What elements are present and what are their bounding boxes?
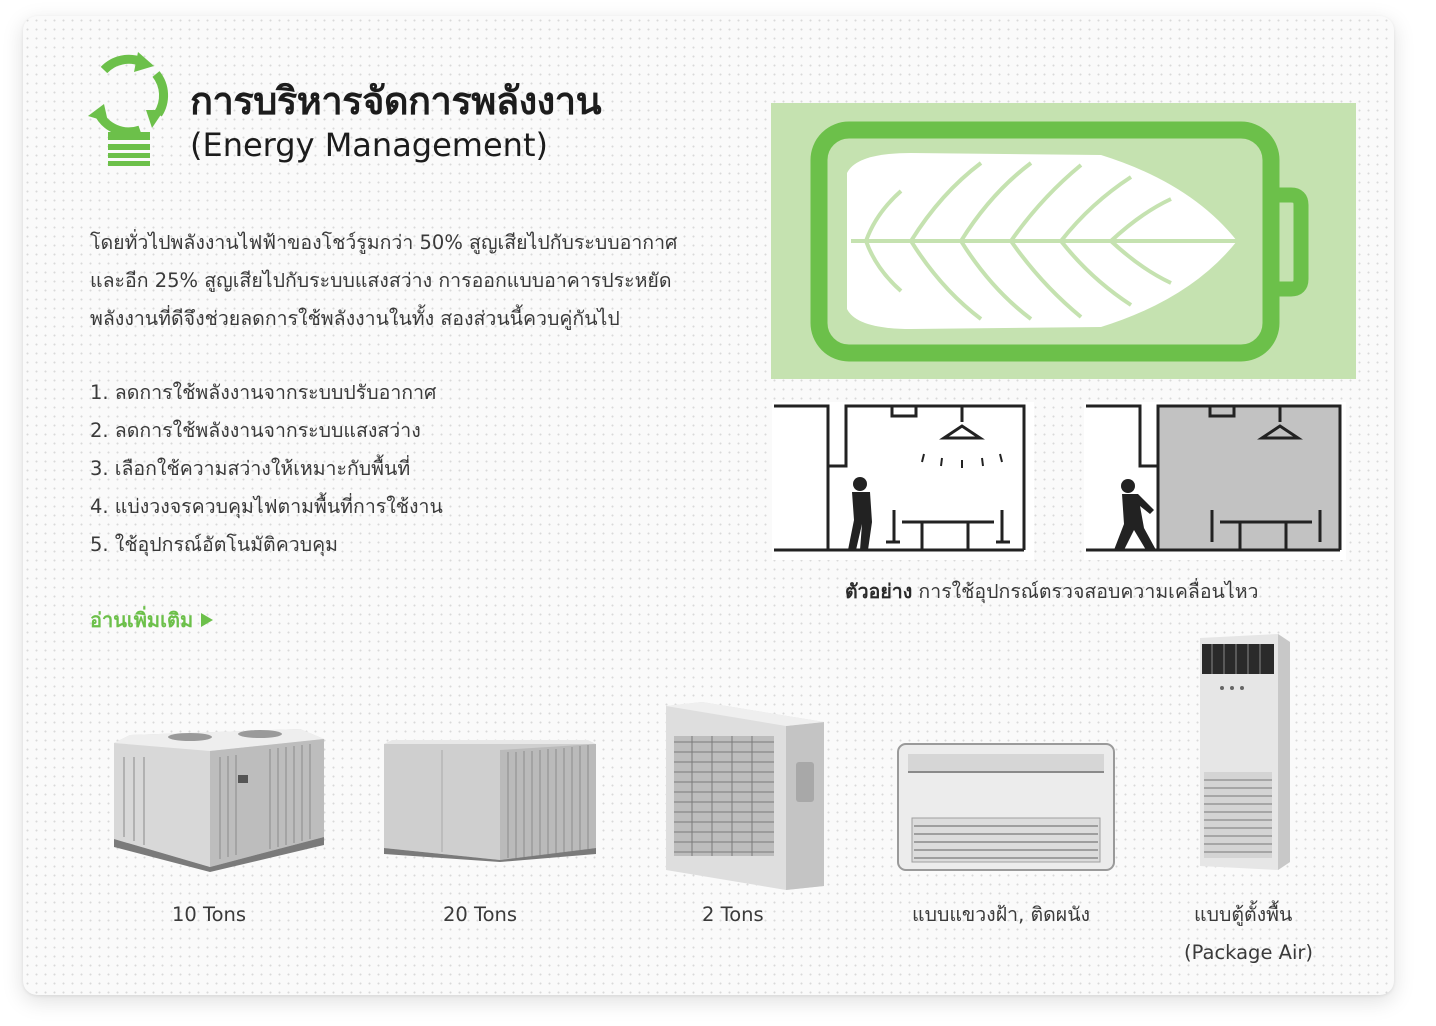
intro-paragraph: โดยทั่วไปพลังงานไฟฟ้าของโชว์รูมกว่า 50% …: [90, 224, 730, 338]
large-ac-unit-icon: [384, 740, 596, 862]
product-sublabel-package-air: (Package Air): [1184, 941, 1314, 964]
page-title: การบริหารจัดการพลังงาน: [190, 79, 602, 123]
product-image-2-tons: [662, 702, 826, 890]
page-subtitle: (Energy Management): [190, 126, 548, 164]
ceiling-wall-ac-icon: [897, 743, 1115, 871]
product-image-ceiling-wall: [896, 742, 1116, 872]
product-label-20-tons: 20 Tons: [443, 903, 518, 926]
floor-standing-ac-icon: [1200, 634, 1290, 870]
list-item: 3. เลือกใช้ความสว่างให้เหมาะกับพื้นที่: [90, 457, 411, 480]
recycle-lightbulb-icon: [88, 52, 169, 166]
list-item: 4. แบ่งวงจรควบคุมไฟตามพื้นที่การใช้งาน: [90, 495, 443, 518]
product-label-package-air: แบบตู้ตั้งพื้น: [1194, 903, 1293, 926]
list-item: 5. ใช้อุปกรณ์อัตโนมัติควบคุม: [90, 533, 338, 556]
leaf-battery-icon: [810, 121, 1309, 362]
split-ac-condenser-icon: [666, 702, 824, 890]
play-arrow-icon: [201, 613, 214, 627]
intro-line: และอีก 25% สูญเสียไปกับระบบแสงสว่าง การอ…: [90, 269, 672, 292]
rooftop-ac-unit-icon: [114, 729, 324, 872]
intro-line: โดยทั่วไปพลังงานไฟฟ้าของโชว์รูมกว่า 50% …: [90, 231, 678, 254]
read-more-link[interactable]: อ่านเพิ่มเติม: [90, 604, 214, 636]
product-image-10-tons: [110, 727, 326, 872]
product-image-20-tons: [382, 740, 598, 862]
product-label-2-tons: 2 Tons: [702, 903, 764, 926]
sensor-room-dark-icon: [1084, 402, 1346, 560]
product-label-ceiling-wall: แบบแขวงฝ้า, ติดผนัง: [912, 903, 1091, 926]
product-label-10-tons: 10 Tons: [172, 903, 247, 926]
intro-line: พลังงานที่ดีจึงช่วยลดการใช้พลังงานในทั้ง…: [90, 307, 620, 330]
leaf-battery-illustration: [771, 103, 1356, 379]
sensor-caption-text: การใช้อุปกรณ์ตรวจสอบความเคลื่อนไหว: [912, 580, 1259, 603]
steps-list: 1. ลดการใช้พลังงานจากระบบปรับอากาศ 2. ลด…: [90, 374, 610, 564]
sensor-room-lit-icon: [772, 402, 1034, 560]
list-item: 2. ลดการใช้พลังงานจากระบบแสงสว่าง: [90, 419, 421, 442]
sensor-caption-bold: ตัวอย่าง: [845, 580, 913, 603]
product-image-package-air: [1198, 634, 1292, 870]
list-item: 1. ลดการใช้พลังงานจากระบบปรับอากาศ: [90, 381, 437, 404]
sensor-caption: ตัวอย่าง การใช้อุปกรณ์ตรวจสอบความเคลื่อน…: [845, 576, 1259, 607]
read-more-label: อ่านเพิ่มเติม: [90, 608, 194, 632]
